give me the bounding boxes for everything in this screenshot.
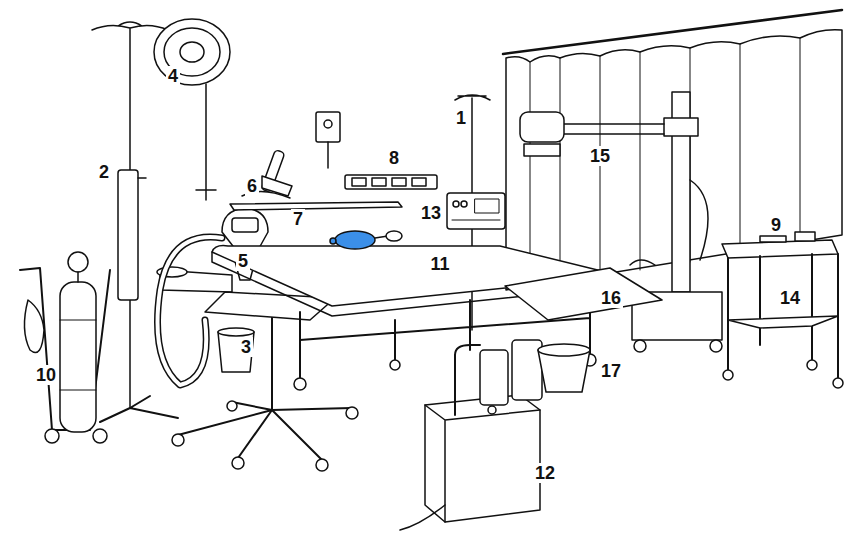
stand-base bbox=[172, 305, 358, 471]
anaesthesia-machine bbox=[157, 208, 335, 385]
floor-bucket bbox=[538, 344, 590, 392]
callout-number: 7 bbox=[291, 209, 305, 229]
callout-number: 15 bbox=[588, 146, 612, 166]
callout-number: 16 bbox=[599, 288, 623, 308]
callout-number: 5 bbox=[236, 251, 250, 271]
instrument-tray bbox=[230, 150, 402, 210]
callout-number: 1 bbox=[454, 108, 468, 128]
operating-lamp bbox=[154, 19, 230, 200]
callout-number: 11 bbox=[428, 254, 451, 274]
callout-number: 3 bbox=[239, 337, 253, 357]
callout-number: 2 bbox=[97, 162, 111, 182]
head-board bbox=[505, 268, 662, 320]
callout-number: 17 bbox=[599, 361, 623, 381]
callout-number: 13 bbox=[419, 203, 443, 223]
callout-number: 12 bbox=[533, 463, 557, 483]
suction-pump bbox=[400, 340, 542, 530]
instrument-trolley bbox=[722, 232, 843, 388]
wall-sockets bbox=[316, 112, 437, 189]
oxygen-cylinder bbox=[20, 252, 110, 443]
waste-bucket bbox=[218, 328, 254, 372]
callout-number: 9 bbox=[769, 215, 783, 235]
patient-monitor bbox=[447, 193, 505, 229]
callout-number: 8 bbox=[387, 148, 401, 168]
callout-number: 10 bbox=[34, 365, 58, 385]
callout-number: 14 bbox=[778, 288, 802, 308]
callout-number: 4 bbox=[166, 66, 180, 86]
callout-number: 6 bbox=[245, 176, 259, 196]
ambu-bag bbox=[330, 231, 402, 249]
